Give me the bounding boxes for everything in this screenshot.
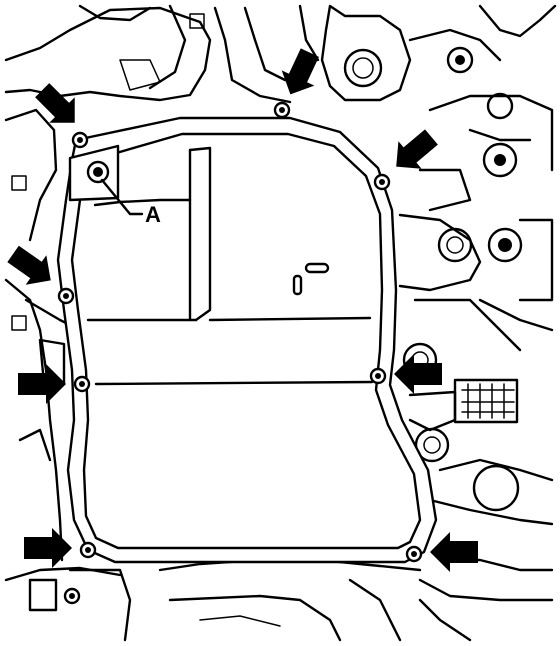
oil-pan xyxy=(56,116,438,564)
callout-a-label: A xyxy=(145,202,161,227)
background-machinery xyxy=(4,4,557,642)
arrow-bottom-left xyxy=(24,528,72,568)
pan-bolts xyxy=(57,101,423,605)
arrow-right-middle xyxy=(394,354,442,394)
arrow-top-right xyxy=(396,129,438,169)
bolt-arrows xyxy=(7,48,478,572)
arrow-bottom-right xyxy=(430,532,478,572)
callout-a: A xyxy=(100,178,161,227)
arrow-left-upper xyxy=(7,245,51,285)
arrow-left-middle xyxy=(18,364,66,404)
arrow-top-left xyxy=(35,83,75,123)
arrow-top-center xyxy=(281,48,319,95)
